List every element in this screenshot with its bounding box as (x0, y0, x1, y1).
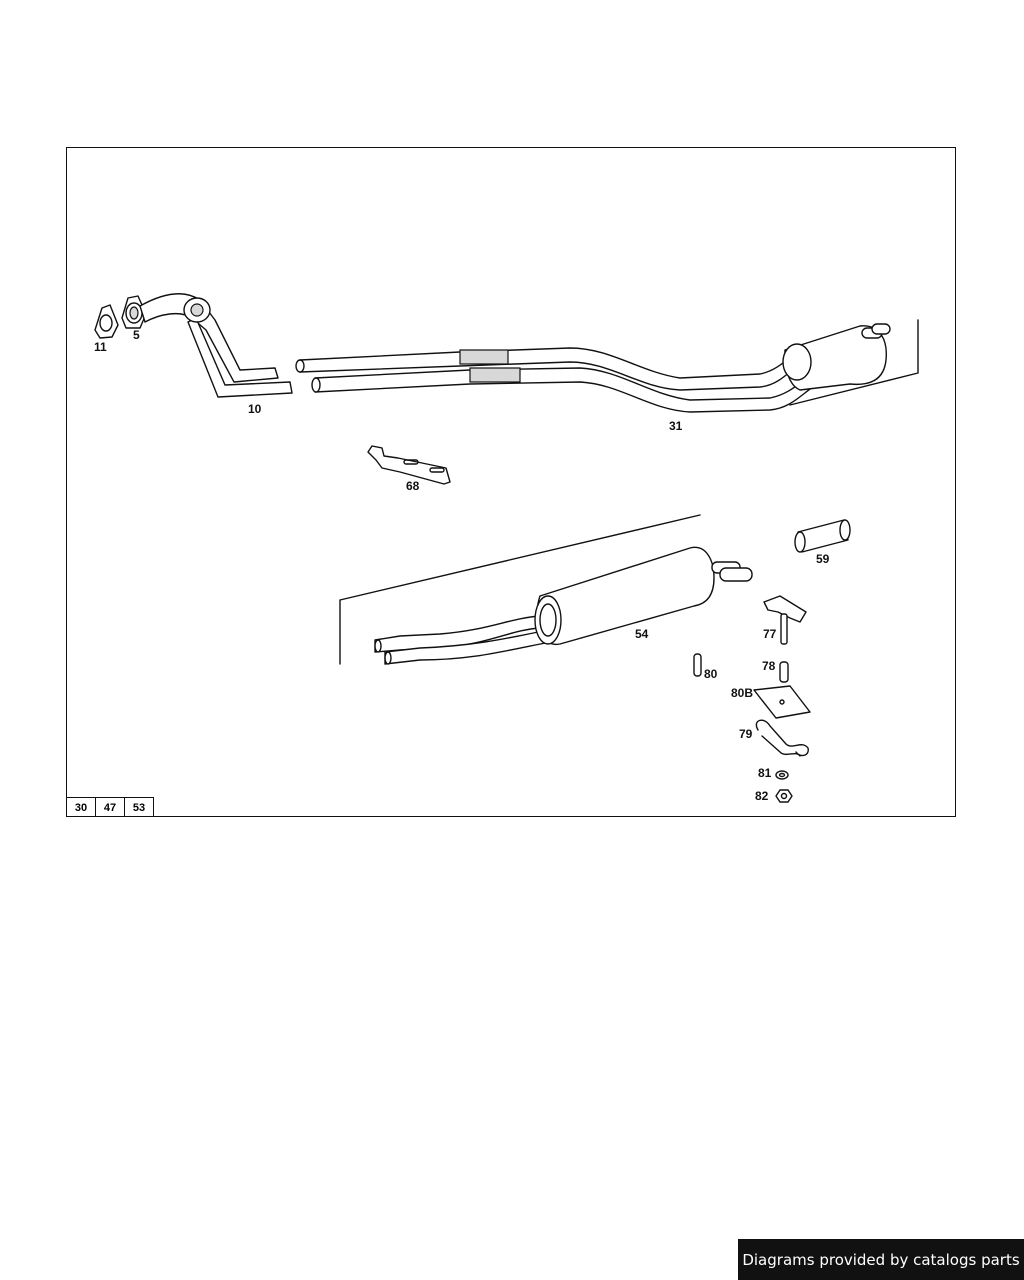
gasket-part-11 (94, 304, 119, 339)
part-label-82: 82 (755, 789, 769, 803)
parts-diagram-frame (66, 147, 956, 817)
flange-part-5 (121, 295, 147, 329)
bracket-part-68 (367, 445, 451, 485)
credit-badge: Diagrams provided by catalogs parts (738, 1239, 1024, 1280)
center-pipe-part-31 (295, 319, 919, 413)
part-label-54: 54 (635, 627, 649, 641)
front-pipe-part-10 (139, 293, 293, 398)
hanger-part-77 (763, 595, 807, 645)
plate-part-80b (753, 685, 811, 719)
washer-part-81 (775, 770, 789, 780)
part-label-81: 81 (758, 766, 772, 780)
part-label-79: 79 (739, 727, 753, 741)
rear-muffler-part-54 (339, 514, 753, 665)
part-label-77: 77 (763, 627, 777, 641)
model-code-cell: 30 (67, 798, 96, 817)
part-label-78: 78 (762, 659, 776, 673)
model-code-table: 30 47 53 (67, 797, 154, 817)
part-label-11: 11 (94, 340, 107, 354)
sleeve-part-59 (794, 519, 851, 553)
part-label-59: 59 (816, 552, 830, 566)
spacer-part-78 (779, 661, 789, 683)
model-code-cell: 47 (96, 798, 125, 817)
part-label-31: 31 (669, 419, 683, 433)
part-label-80b: 80B (731, 686, 753, 700)
pin-part-80 (693, 653, 702, 677)
part-label-5: 5 (133, 328, 140, 342)
part-label-80: 80 (704, 667, 718, 681)
model-code-cell: 53 (125, 798, 154, 817)
part-label-10: 10 (248, 402, 262, 416)
clamp-part-79 (755, 719, 809, 757)
part-label-68: 68 (406, 479, 420, 493)
nut-part-82 (775, 789, 793, 803)
